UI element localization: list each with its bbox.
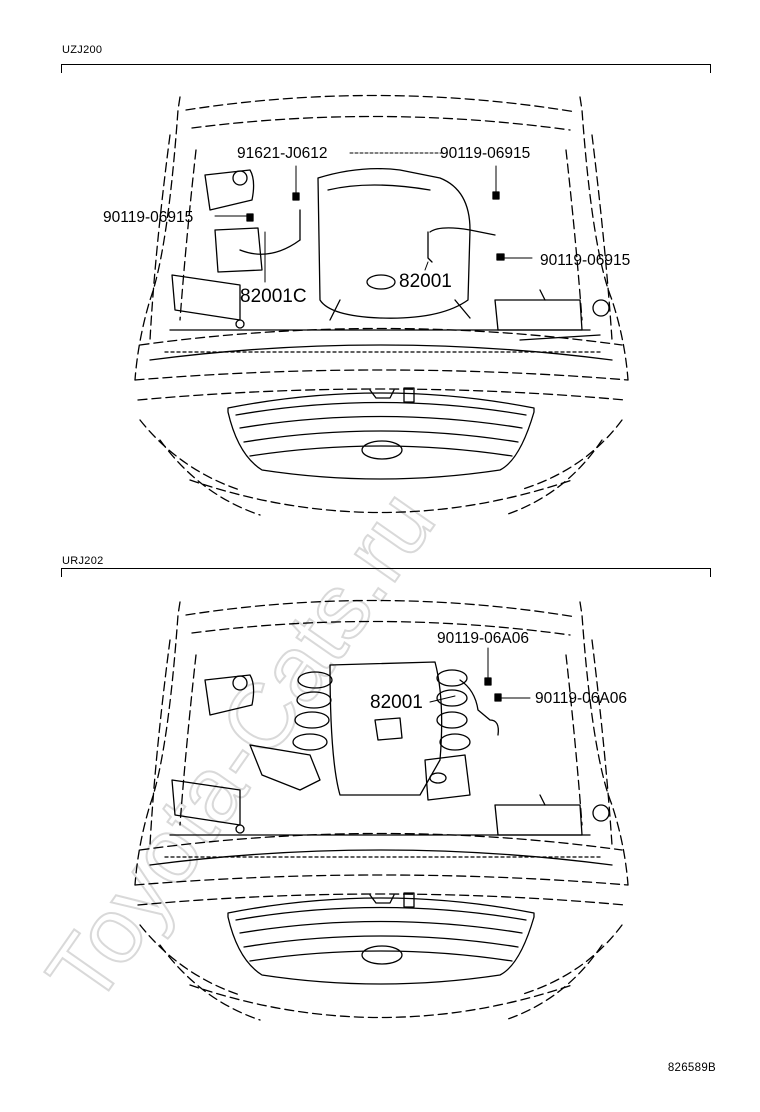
engine-cover bbox=[292, 661, 471, 796]
grille bbox=[227, 387, 535, 480]
hood-outline bbox=[134, 599, 629, 886]
panel-uzj200: UZJ200 bbox=[0, 0, 760, 548]
fender-lines bbox=[179, 149, 583, 321]
bolt-glyphs bbox=[484, 677, 502, 702]
section-rule bbox=[61, 64, 711, 73]
callout-82001c: 82001C bbox=[240, 286, 307, 307]
callout-90119-06915-top: 90119-06915 bbox=[440, 145, 530, 162]
panel-urj202: URJ202 bbox=[0, 548, 760, 1048]
callout-82001: 82001 bbox=[370, 692, 423, 713]
left-components bbox=[171, 169, 301, 329]
callout-90119-06915-left: 90119-06915 bbox=[103, 209, 193, 226]
right-components bbox=[427, 227, 610, 341]
engine-bay-illustration-uzj200: 91621-J0612 90119-06915 90119-06915 9011… bbox=[103, 94, 630, 516]
bolt-glyphs bbox=[246, 191, 505, 261]
leader-lines bbox=[429, 647, 531, 703]
left-components bbox=[171, 674, 321, 834]
engine-bay-illustration-urj202: 90119-06A06 90119-06A06 82001 bbox=[134, 599, 629, 1021]
callout-90119-06a06-top: 90119-06A06 bbox=[437, 630, 529, 647]
callout-91621-j0612: 91621-J0612 bbox=[237, 145, 328, 162]
front-structure bbox=[134, 832, 629, 1021]
model-label: URJ202 bbox=[62, 555, 104, 567]
figure-id: 826589B bbox=[667, 1062, 716, 1074]
section-rule bbox=[61, 568, 711, 577]
callout-90119-06a06-right: 90119-06A06 bbox=[535, 690, 627, 707]
leader-lines bbox=[214, 152, 533, 283]
grille bbox=[227, 892, 535, 985]
callout-82001: 82001 bbox=[399, 271, 452, 292]
model-label: UZJ200 bbox=[62, 44, 103, 56]
engine-cover bbox=[317, 167, 471, 321]
fender-lines bbox=[179, 654, 583, 826]
callout-90119-06915-right: 90119-06915 bbox=[540, 252, 630, 269]
right-components bbox=[424, 679, 610, 836]
hood-outline bbox=[134, 94, 629, 381]
front-structure bbox=[134, 327, 629, 516]
